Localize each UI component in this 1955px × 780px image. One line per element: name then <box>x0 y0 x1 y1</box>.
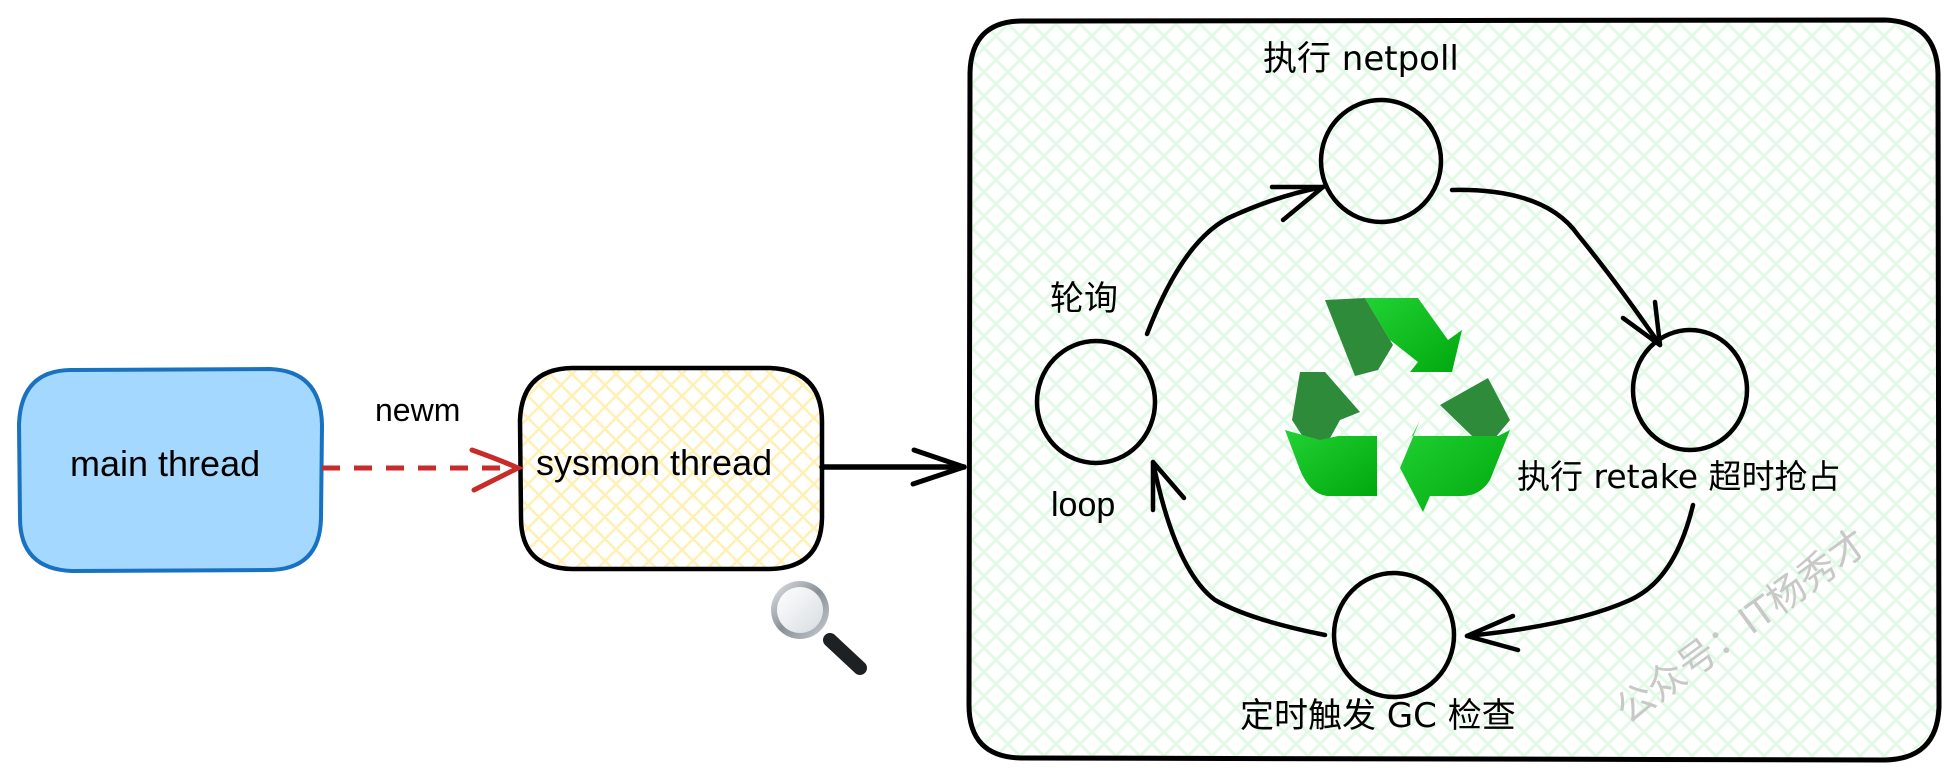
gc-to-loop-arrow <box>1150 459 1328 638</box>
loop-panel-hatch <box>969 21 1937 759</box>
loop-to-netpoll-arrow <box>1144 184 1326 337</box>
state-loop-circle[interactable] <box>1034 338 1158 466</box>
newm-arrowhead <box>469 447 524 493</box>
netpoll-to-retake-arrow <box>1449 187 1663 348</box>
state-retake-circle[interactable] <box>1630 327 1750 453</box>
retake-to-gc-arrow <box>1464 502 1696 639</box>
main-thread-label: main thread <box>70 443 261 484</box>
main-thread-box[interactable] <box>16 366 325 574</box>
gc-to-loop-arrowhead <box>1150 459 1187 513</box>
loop-state-top-label: 轮询 <box>1050 279 1118 319</box>
newm-edge-label: newm <box>375 392 461 428</box>
netpoll-to-retake-arrowhead <box>1620 299 1663 348</box>
recycle-icon <box>1285 298 1510 512</box>
loop-panel <box>966 17 1942 763</box>
sysmon-thread-box[interactable] <box>517 365 825 572</box>
state-netpoll-circle[interactable] <box>1318 97 1444 225</box>
newm-edge <box>322 447 524 493</box>
sysmon-to-loop-edge <box>819 447 967 487</box>
sysmon-to-loop-arrowhead <box>910 447 967 487</box>
loop-to-netpoll-arrowhead <box>1269 184 1326 223</box>
sysmon-thread-node[interactable] <box>517 365 825 572</box>
sysmon-thread-label: sysmon thread <box>536 442 773 483</box>
gc-state-label: 定时触发 GC 检查 <box>1240 696 1516 736</box>
netpoll-state-label: 执行 netpoll <box>1263 39 1459 79</box>
cycle-arrows <box>1144 184 1696 653</box>
retake-state-label: 执行 retake 超时抢占 <box>1517 457 1841 496</box>
loop-state-bottom-label: loop <box>1051 486 1116 524</box>
main-thread-node[interactable] <box>16 366 325 574</box>
retake-to-gc-arrowhead <box>1464 613 1521 653</box>
state-circles <box>1034 97 1750 700</box>
magnifying-glass-icon <box>771 581 867 675</box>
state-gc-circle[interactable] <box>1331 570 1457 700</box>
loop-panel-border <box>966 17 1942 763</box>
